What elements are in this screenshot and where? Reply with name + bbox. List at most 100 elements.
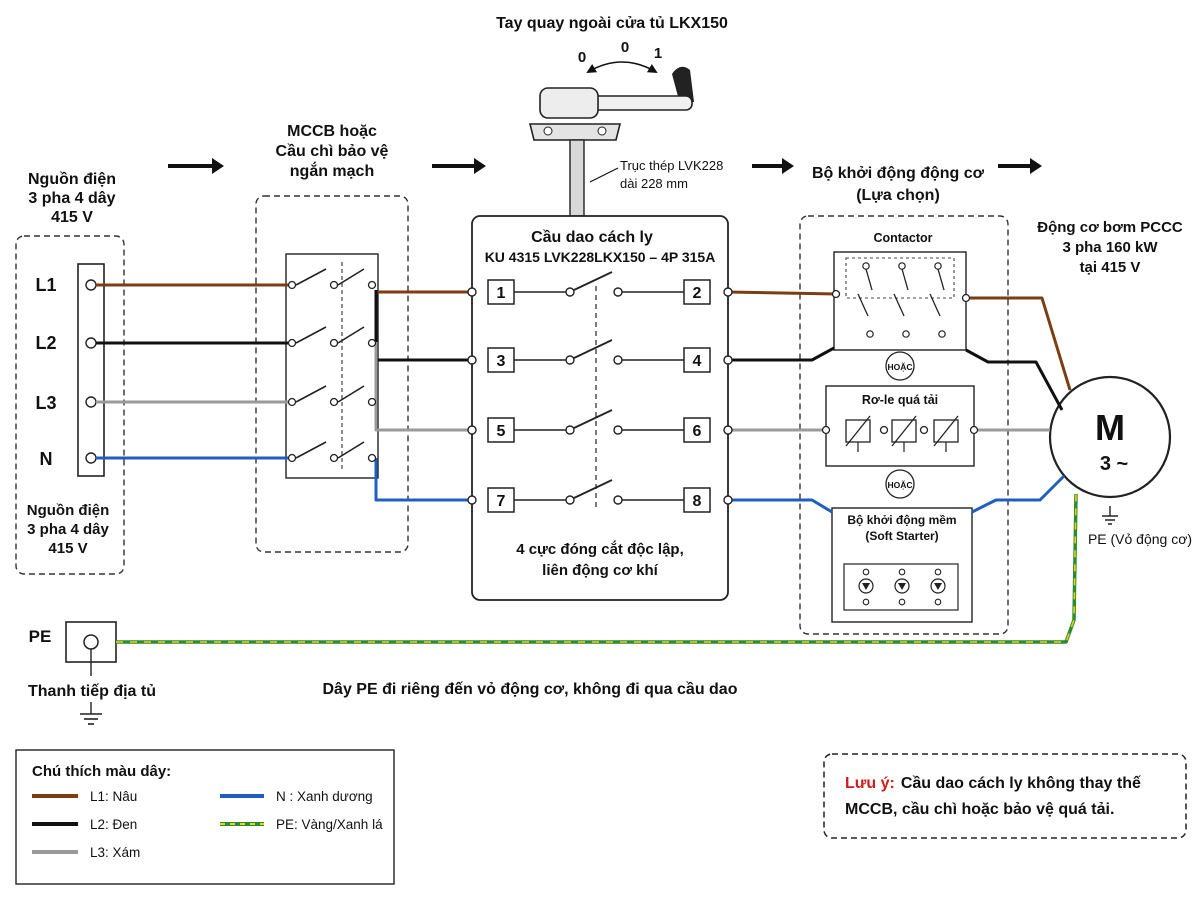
isolator-terminal-out-label: 8: [693, 493, 702, 510]
mccb-title-2: Cầu chì bảo vệ: [276, 143, 389, 160]
softstarter-node-bottom: [898, 598, 906, 606]
mccb-contact-in: [287, 397, 297, 407]
isolator-title-1: Cầu dao cách ly: [531, 229, 653, 246]
legend-label-PE: PE: Vàng/Xanh lá: [276, 817, 383, 832]
relay-node-1: [821, 425, 831, 435]
terminal-label-L3: L3: [35, 393, 56, 413]
handle-pos-mid: 0: [621, 39, 629, 56]
mccb-contact-mid: [329, 397, 339, 407]
relay-coil-slash: [845, 415, 871, 447]
source-box: [15, 235, 125, 575]
contactor-bottom-node: [866, 330, 874, 338]
note-prefix: Lưu ý:: [845, 775, 895, 792]
handle-screw-right: [597, 126, 607, 136]
isolator-node-out: [723, 425, 733, 435]
starter-junction-2: [961, 293, 971, 303]
isolator-node-out: [723, 287, 733, 297]
mccb-contact-in: [287, 338, 297, 348]
isolator-node-in: [467, 355, 477, 365]
mccb-contact-blade: [295, 268, 327, 286]
legend-label-N: N : Xanh dương: [276, 789, 373, 804]
isolator-terminal-in-label: 7: [497, 493, 506, 510]
contactor-inner: [845, 257, 955, 299]
isolator-terminal-out: [683, 487, 711, 513]
mccb-contact-blade-2: [337, 326, 365, 344]
mccb-contact-out: [367, 397, 377, 407]
starter-junction-1: [831, 289, 841, 299]
handle-base: [528, 123, 622, 141]
mccb-contact-blade: [295, 385, 327, 403]
isolator-terminal-in-label: 1: [497, 285, 506, 302]
mccb-title-1: MCCB hoặc: [287, 123, 377, 140]
legend-item-N: N : Xanh dương: [220, 789, 373, 804]
wire-L2-isolator-starter: [728, 346, 835, 362]
handle-hub: [539, 87, 599, 119]
contactor-pole-1: [857, 262, 874, 338]
starter-outer-box: [799, 215, 1009, 635]
isolator-blade: [573, 409, 613, 429]
source-bottom-2: 3 pha 4 dây: [27, 521, 109, 538]
contactor-top-node: [898, 262, 906, 270]
pe-terminal-screw: [83, 634, 99, 650]
isolator-terminal-out: [683, 279, 711, 305]
isolator-blade: [573, 271, 613, 291]
contactor-pole-3: [929, 262, 946, 338]
isolator-blade: [573, 479, 613, 499]
mccb-contact-mid: [329, 338, 339, 348]
wires-layer: [96, 283, 1078, 644]
contactor-top-blade: [865, 268, 873, 291]
steel-shaft: [569, 139, 585, 217]
contactor-label: Contactor: [873, 231, 932, 245]
contactor-pole-2: [893, 262, 910, 338]
mccb-contact-mid: [329, 453, 339, 463]
wire-N-starter-motor: [971, 474, 1066, 514]
softstarter-thyristor-mark: [934, 583, 942, 590]
softstarter-thyristor-1: [858, 568, 874, 606]
terminal-screw-L2: [85, 337, 97, 349]
terminal-label-L2: L2: [35, 333, 56, 353]
softstarter-thyristor-mark: [898, 583, 906, 590]
isolator-contact-out: [613, 495, 623, 505]
relay-element-1: [845, 415, 871, 452]
isolator-terminal-in: [487, 417, 515, 443]
motor-pe-label: PE (Vỏ động cơ): [1088, 531, 1192, 547]
pe-bar-label: Thanh tiếp địa tủ: [28, 683, 156, 700]
contactor-mid-blade: [929, 293, 941, 317]
isolator-terminal-out-label: 2: [693, 285, 702, 302]
mccb-contact-in: [287, 453, 297, 463]
or-badge-2-text: HOẶC: [887, 480, 912, 490]
relay-element-2: [891, 415, 917, 452]
isolator-terminal-in-label: 3: [497, 353, 506, 370]
terminal-label-L1: L1: [35, 275, 56, 295]
isolator-footer-1: 4 cực đóng cắt độc lập,: [516, 540, 684, 558]
mccb-contact-blade: [295, 441, 327, 459]
isolator-title-2: KU 4315 LVK228LKX150 – 4P 315A: [485, 249, 716, 265]
isolator-footer-2: liên động cơ khí: [542, 562, 659, 579]
softstarter-thyristor-3: [930, 568, 946, 606]
isolator-contact-in: [565, 495, 575, 505]
isolator-terminal-out-label: 4: [693, 353, 702, 370]
mccb-contact-L2: [287, 326, 377, 348]
source-title-2: 3 pha 4 dây: [28, 190, 115, 207]
isolator-blade: [573, 339, 613, 359]
handle-pos-left: 0: [578, 49, 586, 66]
shaft-leader: [589, 167, 619, 183]
contactor-top-blade: [901, 268, 909, 291]
legend-item-L1: L1: Nâu: [32, 789, 137, 804]
relay-label: Rơ-le quá tải: [862, 393, 938, 407]
softstarter-thyristor-2: [894, 568, 910, 606]
wire-N-isolator-starter: [728, 498, 833, 514]
legend-item-L2: L2: Đen: [32, 817, 137, 832]
note-line-2: MCCB, cầu chì hoặc bảo vệ quá tải.: [845, 801, 1114, 818]
handle-screw-left: [543, 126, 553, 136]
isolator-terminal-in: [487, 279, 515, 305]
or-badge-2-circle: [885, 469, 915, 499]
legend-title: Chú thích màu dây:: [32, 763, 171, 780]
source-terminal-strip: [77, 263, 105, 477]
isolator-terminal-out: [683, 347, 711, 373]
